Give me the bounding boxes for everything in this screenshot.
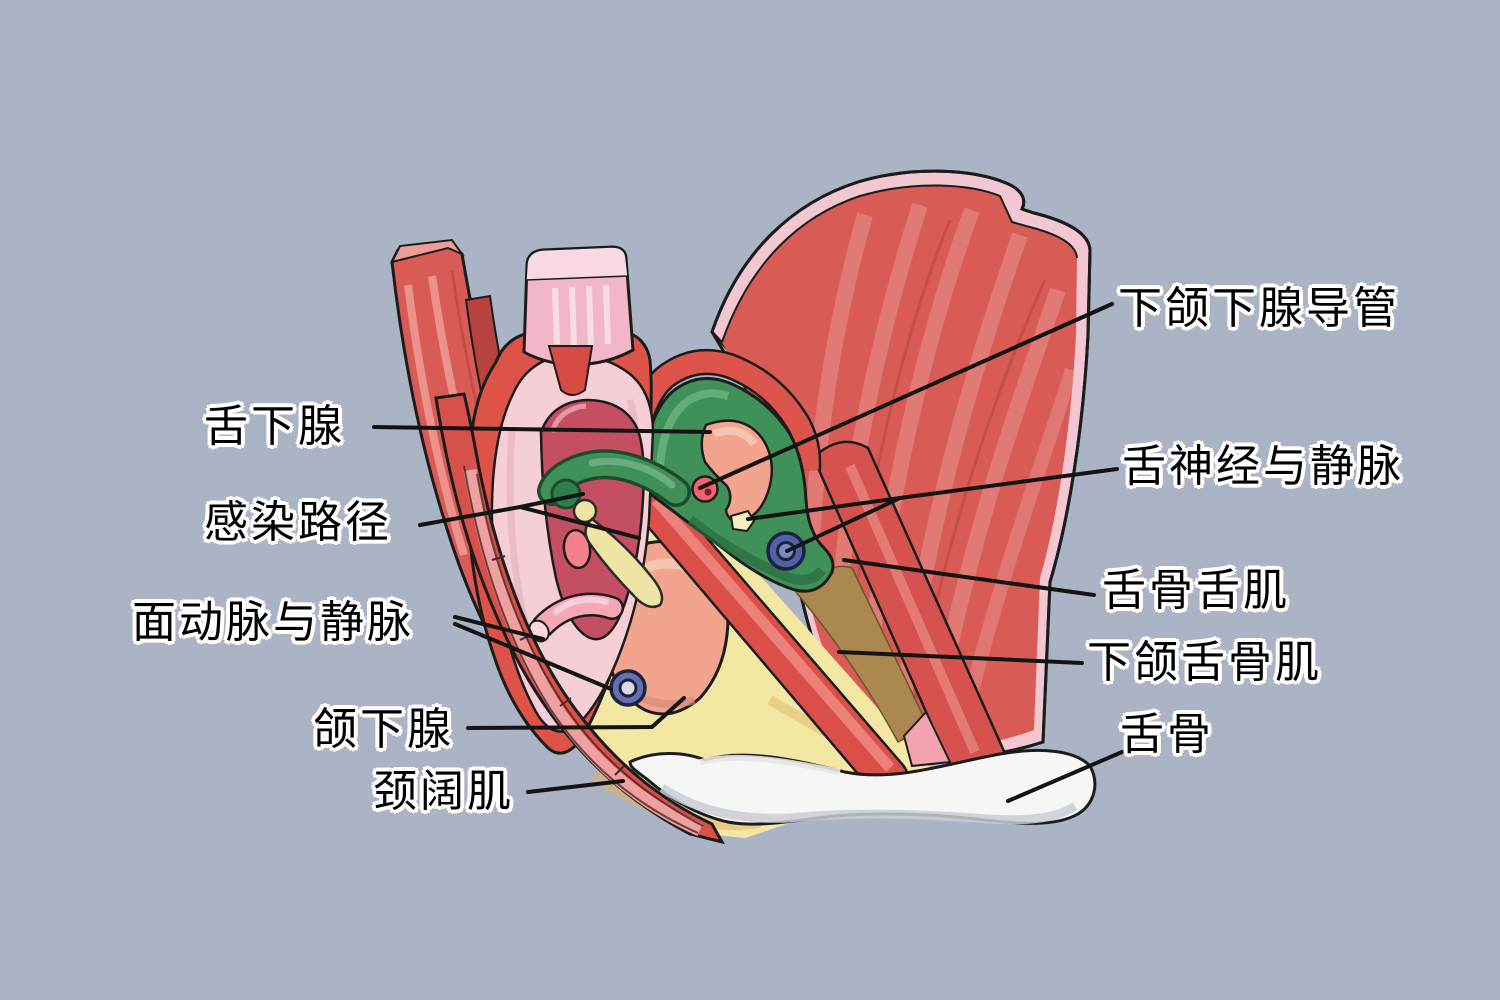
submandibular-duct-tube [537, 449, 691, 510]
leader-mylohyoid [837, 650, 1084, 665]
label-sublingual-gland: 舌下腺 [204, 402, 345, 451]
mucosa-notch [547, 345, 594, 396]
muscle-gap-triangle [902, 710, 952, 768]
label-hyoglossus: 舌骨舌肌 [1102, 566, 1290, 615]
label-mylohyoid: 下颌舌骨肌 [1087, 638, 1322, 687]
tongue-inner-oval [562, 528, 592, 570]
leader-submandibular-duct [698, 302, 1114, 490]
leader-platysma [526, 779, 625, 794]
leader-infection-path-b [518, 505, 641, 540]
label-lingual-nerve-vein: 舌神经与静脉 [1122, 442, 1404, 491]
leader-lingual-vein [785, 496, 902, 553]
leader-hyoglossus [842, 558, 1096, 597]
hyoid-bone-shape [628, 748, 1097, 826]
leader-facial-vein [453, 622, 613, 691]
label-platysma: 颈阔肌 [373, 767, 514, 816]
genioglossus-fan-muscle [710, 169, 1092, 761]
muscle-cut-face [390, 238, 465, 264]
leader-submandibular-gland [466, 696, 686, 730]
facial-vein-section [609, 669, 647, 707]
label-submandibular-gland: 颌下腺 [313, 705, 454, 754]
label-infection-path: 感染路径 [204, 498, 392, 547]
platysma-band [434, 392, 725, 845]
lingual-nerve-marker [729, 509, 756, 533]
label-hyoid: 舌骨 [1120, 710, 1214, 759]
label-submandibular-duct: 下颌下腺导管 [1118, 284, 1400, 333]
leader-sublingual-gland [372, 425, 712, 434]
label-facial-vessels: 面动脉与静脉 [132, 598, 414, 647]
leader-hyoid [1006, 750, 1124, 803]
leader-facial-artery [453, 615, 545, 641]
hyoid-lesser-horn [572, 498, 664, 609]
